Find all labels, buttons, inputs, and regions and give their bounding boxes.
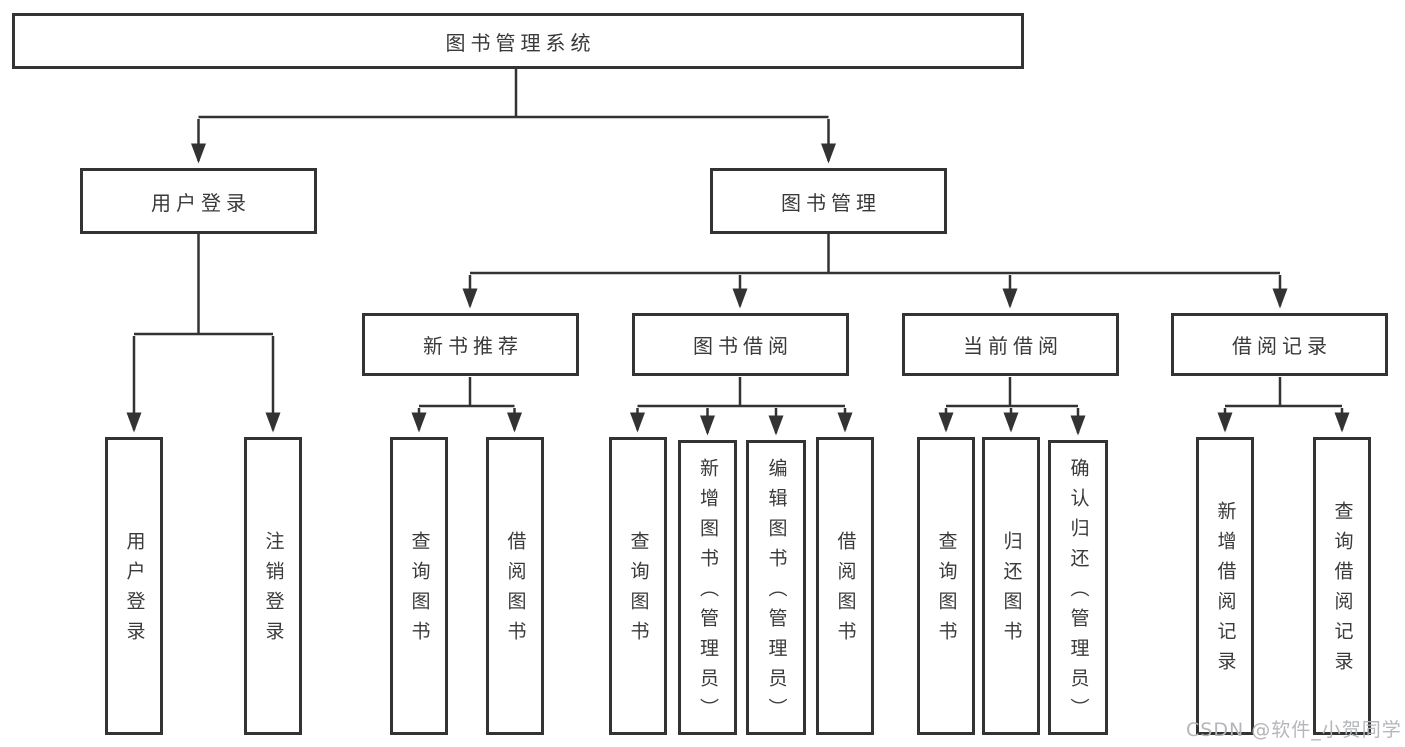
node-book-borrow-label: 图书借阅 — [693, 334, 793, 358]
node-borrow-records: 借阅记录 — [1171, 313, 1388, 376]
leaf-bb-borrow-books: 借阅图书 — [816, 437, 874, 735]
leaf-logout: 注销登录 — [244, 437, 302, 735]
node-current-borrow: 当前借阅 — [902, 313, 1119, 376]
node-book-management: 图书管理 — [710, 168, 947, 234]
node-book-borrow: 图书借阅 — [632, 313, 849, 376]
leaf-user-login-label: 用户登录 — [123, 531, 146, 651]
node-book-management-label: 图书管理 — [781, 190, 881, 215]
node-user-login: 用户登录 — [80, 168, 317, 234]
leaf-bb-borrow-books-label: 借阅图书 — [834, 531, 857, 651]
leaf-br-add-record: 新增借阅记录 — [1196, 437, 1254, 735]
node-new-book-recommend: 新书推荐 — [362, 313, 579, 376]
leaf-logout-label: 注销登录 — [262, 531, 285, 651]
leaf-nb-query-books-label: 查询图书 — [408, 531, 431, 651]
leaf-cb-query-books-label: 查询图书 — [935, 531, 958, 651]
leaf-bb-edit-books: 编辑图书（管理员） — [746, 440, 806, 735]
node-current-borrow-label: 当前借阅 — [963, 334, 1063, 358]
leaf-nb-borrow-books: 借阅图书 — [486, 437, 544, 735]
leaf-user-login: 用户登录 — [105, 437, 163, 735]
leaf-cb-confirm-return: 确认归还（管理员） — [1048, 440, 1108, 735]
leaf-nb-borrow-books-label: 借阅图书 — [504, 531, 527, 651]
leaf-bb-edit-books-label: 编辑图书（管理员） — [765, 457, 788, 728]
leaf-bb-query-books: 查询图书 — [609, 437, 667, 735]
node-root-label: 图书管理系统 — [445, 30, 596, 55]
node-user-login-label: 用户登录 — [151, 190, 251, 215]
leaf-cb-return-books-label: 归还图书 — [1000, 531, 1023, 651]
csdn-watermark: CSDN @软件_小贺同学 — [1186, 719, 1402, 741]
leaf-br-add-record-label: 新增借阅记录 — [1214, 501, 1237, 681]
connector-group — [126, 69, 1350, 436]
leaf-cb-query-books: 查询图书 — [917, 437, 975, 735]
node-root: 图书管理系统 — [12, 13, 1024, 69]
leaf-bb-query-books-label: 查询图书 — [627, 531, 650, 651]
leaf-cb-return-books: 归还图书 — [982, 437, 1040, 735]
leaf-nb-query-books: 查询图书 — [390, 437, 448, 735]
node-new-book-recommend-label: 新书推荐 — [423, 334, 523, 358]
leaf-br-query-record: 查询借阅记录 — [1313, 437, 1371, 735]
leaf-bb-add-books: 新增图书（管理员） — [678, 440, 737, 735]
leaf-bb-add-books-label: 新增图书（管理员） — [697, 457, 719, 728]
node-borrow-records-label: 借阅记录 — [1232, 334, 1332, 358]
leaf-cb-confirm-return-label: 确认归还（管理员） — [1067, 457, 1090, 728]
leaf-br-query-record-label: 查询借阅记录 — [1331, 501, 1354, 681]
